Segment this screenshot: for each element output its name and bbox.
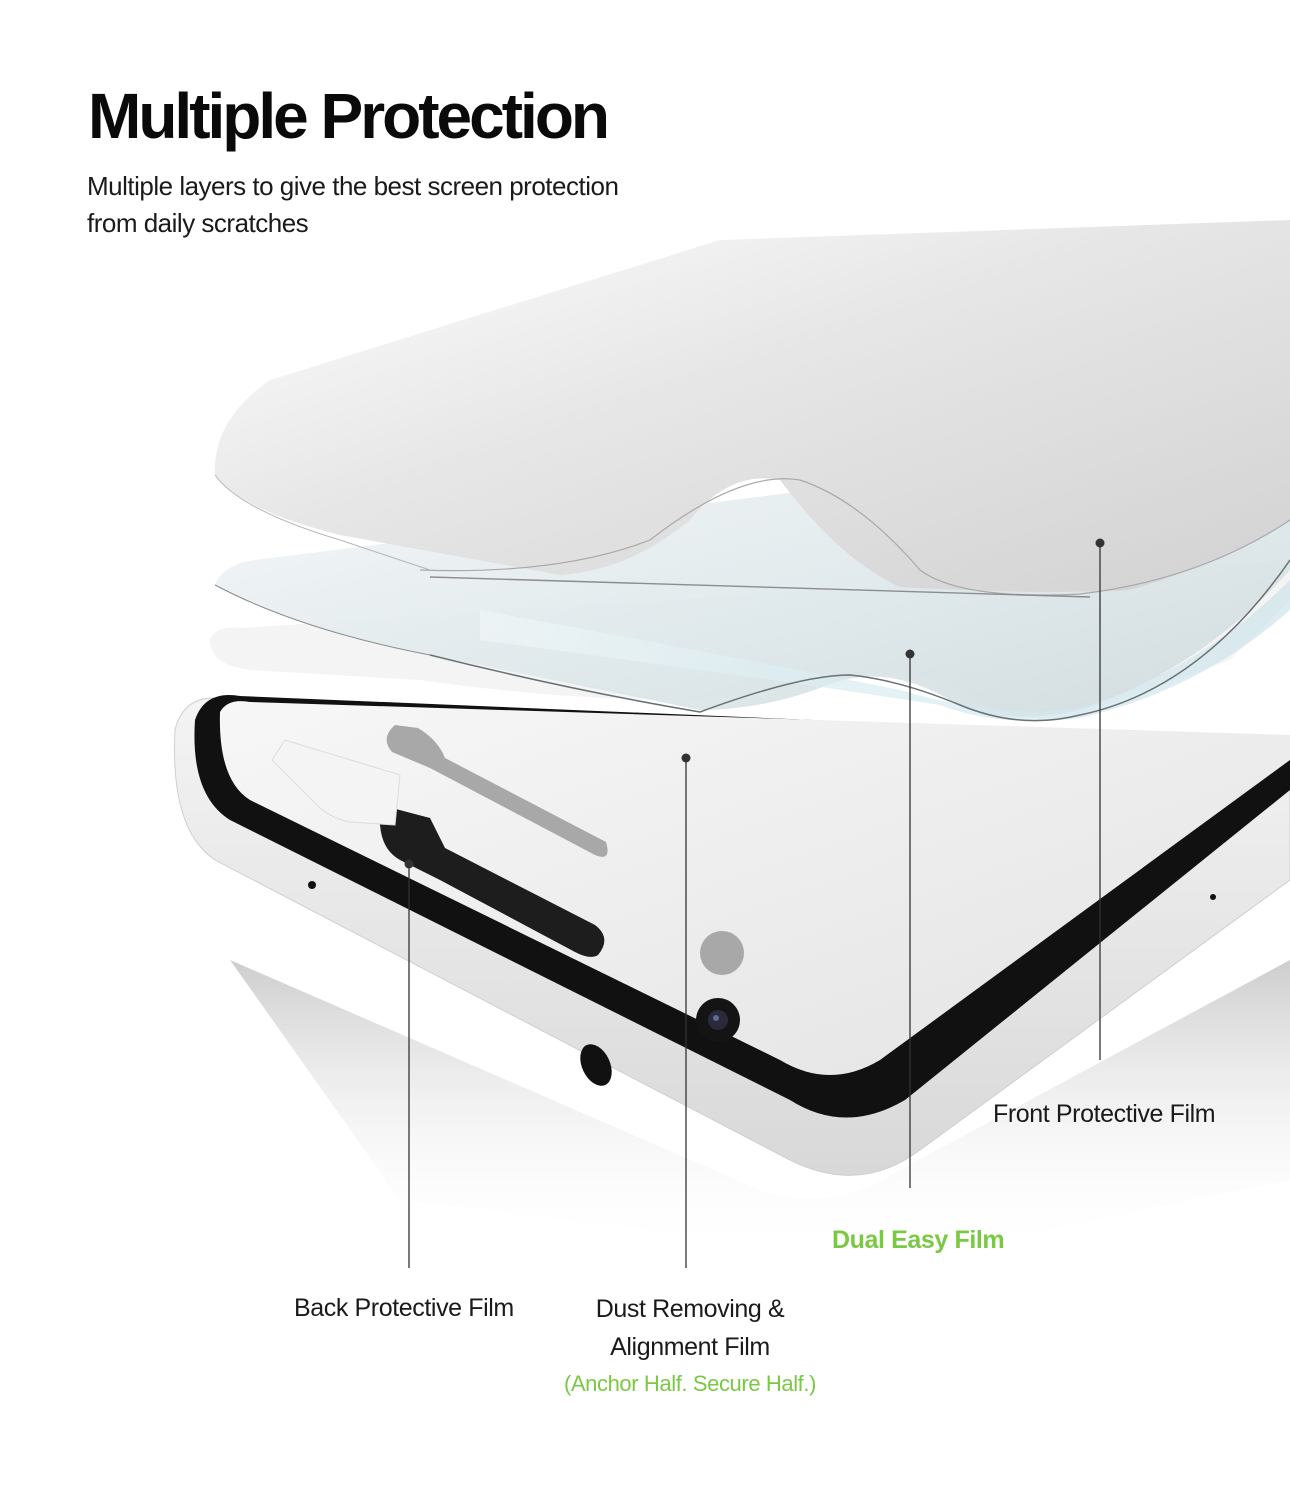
callout-dual-leader: [905, 649, 915, 1188]
callout-dual-easy-film: Dual Easy Film: [832, 1226, 1005, 1254]
callout-front-leader: [1095, 538, 1105, 1060]
dust-label-note: (Anchor Half. Secure Half.): [563, 1371, 817, 1396]
dust-label-line-1: Dust Removing &: [595, 1295, 785, 1323]
film-tab: [271, 739, 401, 826]
page-subtitle: Multiple layers to give the best screen …: [87, 168, 667, 242]
callout-front-protective-film: Front Protective Film: [993, 1100, 1216, 1128]
callout-dust-leader: [681, 753, 691, 1268]
callout-back-leader: [404, 859, 414, 1268]
headphone-jack: [580, 1044, 612, 1086]
sensor-cutout: [700, 931, 744, 975]
side-hole: [1210, 894, 1216, 900]
subtitle-line-1: Multiple layers to give the best screen …: [87, 171, 619, 201]
dual-easy-film-edge: [429, 559, 1290, 722]
callout-back-protective-film: Back Protective Film: [294, 1294, 514, 1322]
front-film-peel-edge: [419, 478, 1290, 596]
page-title: Multiple Protection: [88, 80, 610, 152]
front-protective-film: [214, 220, 1290, 592]
callout-dust-removing-film: Dust Removing & Alignment Film (Anchor H…: [564, 1290, 816, 1402]
mic-hole: [308, 881, 316, 889]
earpiece-speaker: [377, 808, 605, 957]
phone-shadow: [230, 960, 1290, 1260]
earpiece-cutout: [386, 725, 608, 857]
subtitle-line-2: from daily scratches: [87, 208, 309, 238]
dust-label-line-2: Alignment Film: [610, 1333, 770, 1361]
